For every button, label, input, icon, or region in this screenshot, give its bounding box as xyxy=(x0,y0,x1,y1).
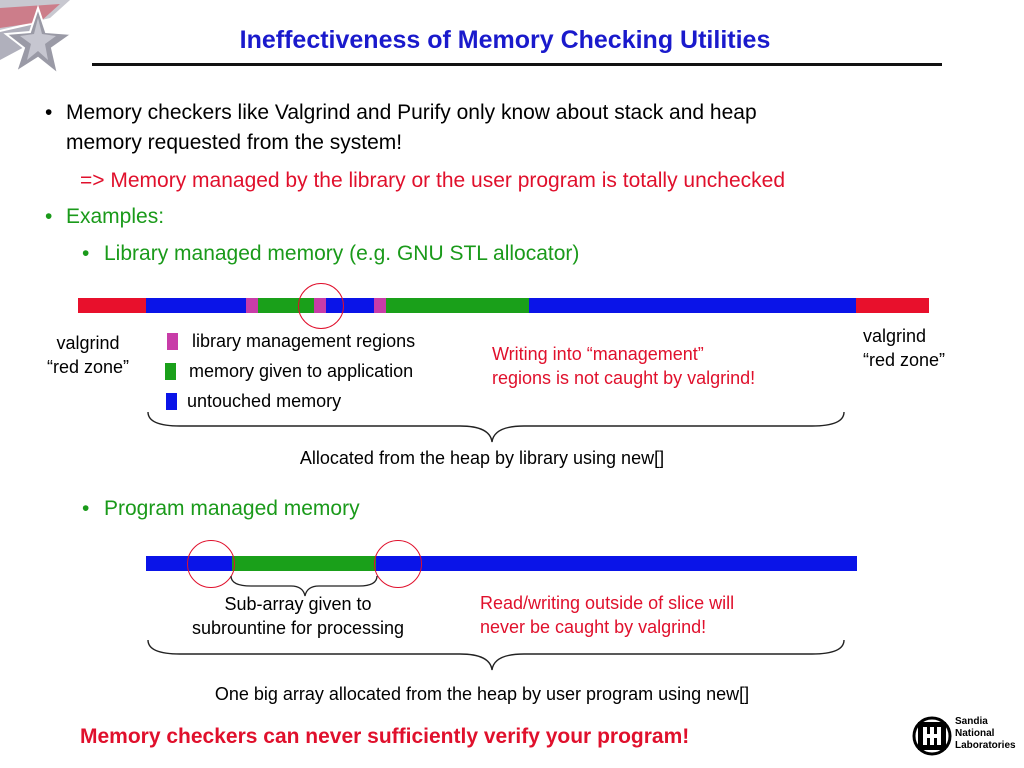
slice-note-line1: Read/writing outside of slice will xyxy=(480,593,735,613)
bullet-dot: • xyxy=(45,101,53,124)
sandia-logo-text: Sandia National Laboratories xyxy=(955,716,1016,752)
right-red-zone-line2: “red zone” xyxy=(863,350,946,370)
bullet1-line1: Memory checkers like Valgrind and Purify… xyxy=(66,101,757,124)
sandia-logo-line2: National xyxy=(955,728,995,739)
highlight-circle xyxy=(187,540,235,588)
management-note-line2: regions is not caught by valgrind! xyxy=(492,368,756,388)
management-note: Writing into “management” regions is not… xyxy=(492,342,755,390)
highlight-circle xyxy=(298,283,344,329)
star-flag-decoration xyxy=(0,0,75,77)
examples-heading: Examples: xyxy=(66,205,165,228)
library-memory-bar xyxy=(0,0,1024,329)
right-red-zone-label: valgrind “red zone” xyxy=(863,324,945,372)
conclusion-text: Memory checkers can never sufficiently v… xyxy=(80,725,690,748)
legend-swatch-untouched xyxy=(166,393,177,410)
application-segment xyxy=(386,298,529,313)
legend-label-application: memory given to application xyxy=(189,361,414,381)
highlight-circle xyxy=(374,540,422,588)
sub-array-line1: Sub-array given to xyxy=(224,594,372,614)
left-red-zone-line1: valgrind xyxy=(56,333,120,353)
left-red-zone-line2: “red zone” xyxy=(46,357,130,377)
slide-title: Ineffectiveness of Memory Checking Utili… xyxy=(239,26,771,54)
left-red-zone-label: valgrind “red zone” xyxy=(28,331,148,379)
sandia-logo-line3: Laboratories xyxy=(955,740,1016,751)
curly-brace-sub-array xyxy=(230,575,378,597)
slice-note: Read/writing outside of slice will never… xyxy=(480,591,734,639)
sub-bullet-program-memory: Program managed memory xyxy=(104,497,360,520)
program-memory-bar xyxy=(146,540,857,588)
management-segment xyxy=(374,298,386,313)
bullet-dot: • xyxy=(82,242,90,265)
sub-array-segment xyxy=(232,556,376,571)
untouched-segment xyxy=(529,298,856,313)
red-zone-left xyxy=(78,298,146,313)
bullet1-line2: memory requested from the system! xyxy=(66,131,403,154)
red-zone-right xyxy=(856,298,929,313)
slice-note-line2: never be caught by valgrind! xyxy=(480,617,707,637)
sandia-logo-line1: Sandia xyxy=(955,716,988,727)
array-segment xyxy=(376,556,857,571)
sandia-logo: Sandia National Laboratories xyxy=(912,714,1016,760)
management-note-line1: Writing into “management” xyxy=(492,344,704,364)
management-segment xyxy=(246,298,258,313)
bullet-dot: • xyxy=(45,205,53,228)
curly-brace-program xyxy=(147,639,845,671)
legend-label-untouched: untouched memory xyxy=(187,391,342,411)
sandia-logo-icon xyxy=(912,716,952,756)
untouched-segment xyxy=(146,298,246,313)
right-red-zone-line1: valgrind xyxy=(863,326,927,346)
sub-array-label: Sub-array given to subrountine for proce… xyxy=(148,592,448,640)
library-brace-label: Allocated from the heap by library using… xyxy=(299,448,665,468)
bullet-dot: • xyxy=(82,497,90,520)
legend-swatch-application xyxy=(165,363,176,380)
curly-brace-library xyxy=(147,411,845,443)
program-brace-label: One big array allocated from the heap by… xyxy=(214,684,750,704)
legend-label-management: library management regions xyxy=(192,331,416,351)
legend-swatch-management xyxy=(167,333,178,350)
sub-bullet-library-memory: Library managed memory (e.g. GNU STL all… xyxy=(104,242,580,265)
sub-array-line2: subrountine for processing xyxy=(191,618,405,638)
title-underline xyxy=(92,63,942,66)
consequence-text: => Memory managed by the library or the … xyxy=(80,169,786,192)
